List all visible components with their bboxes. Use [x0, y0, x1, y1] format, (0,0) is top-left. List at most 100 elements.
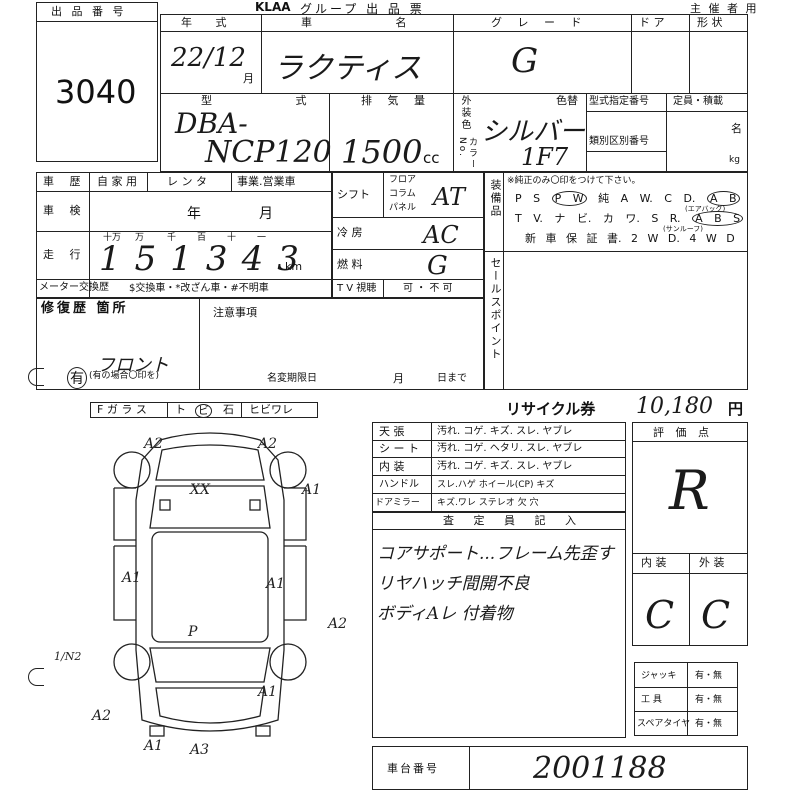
repair-table: 修復歴 箇所 フロント 有 (有の場合〇印を) 注意事項 名変期限日 月 日まで [36, 298, 484, 390]
color-code-label: カラーNo. [457, 137, 477, 170]
mark-a3-bottom: A3 [188, 742, 209, 758]
lot-box: 出 品 番 号 3040 [36, 2, 158, 162]
inspector-box: 査 定 員 記 入 コアサポート...フレーム先歪す リヤハッチ間開不良 ボディ… [372, 512, 626, 738]
mark-a2-front-left: A2 [142, 436, 163, 452]
meter-label: メーター交換歴 [39, 282, 109, 293]
airbag-note: (エアバッグ) [685, 205, 726, 213]
ceiling-label: 天 張 [379, 425, 405, 438]
category-label: 類別区別番号 [589, 136, 649, 147]
glass-opt-2: ビ [195, 404, 212, 418]
inspector-label: 査 定 員 記 入 [443, 514, 584, 527]
meter-opts: $交換車・*改ざん車・#不明車 [129, 283, 269, 294]
displacement-value: 1500 [341, 133, 423, 171]
grade-value: G [511, 41, 539, 81]
interior-table: 天 張 汚れ. コゲ. キズ. スレ. ヤブレ シ ー ト 汚れ. コゲ. ヘタ… [372, 422, 626, 512]
displacement-label: 排 気 量 [361, 94, 431, 107]
inspection-label: 車 検 [43, 204, 87, 217]
rating-label: 評 価 点 [653, 426, 713, 439]
shift-label: シフト [337, 188, 370, 201]
inspector-line-3: ボディAレ 付着物 [377, 604, 513, 624]
rating-exterior: C [701, 593, 731, 637]
history-label: 車 歴 [43, 175, 87, 188]
mark-a2-left-bottom: A2 [90, 708, 111, 724]
glass-opt-1: ト [175, 403, 186, 416]
history-private: 自 家 用 [97, 175, 137, 188]
mark-a2-front-right: A2 [256, 436, 277, 452]
rating-exterior-label: 外 装 [699, 556, 725, 569]
repair-value: フロント [97, 355, 169, 376]
unit-100k: 十万 [103, 233, 122, 243]
tv-value: 可 ・ 不 可 [403, 283, 453, 294]
capacity-unit-2: kg [729, 155, 740, 165]
lot-label: 出 品 番 号 [51, 5, 127, 18]
car-diagram: A2 A2 XX A1 A1 A1 A2 P A1 A2 A1 A3 1/N2 [54, 432, 347, 758]
inspection-month: 月 [259, 206, 273, 222]
punch-hole-bottom [28, 668, 44, 686]
ceiling-opts: 汚れ. コゲ. キズ. スレ. ヤブレ [437, 426, 573, 437]
equipment-note: ※純正のみ〇印をつけて下さい。 [507, 176, 641, 186]
year-label: 年 式 [181, 16, 237, 29]
vehicle-table: 年 式 車 名 グ レ ー ド ド ア 形 状 22/12 月 ラクティス G … [160, 14, 748, 172]
jack-label: ジャッキ [641, 671, 677, 681]
unit-1: 一 [257, 233, 267, 243]
meter-change-label: 名変期限日 [267, 373, 317, 384]
front-marker-right [249, 499, 261, 511]
tire-rr [269, 643, 307, 681]
windshield [149, 485, 271, 529]
unit-1k: 千 [167, 233, 177, 243]
tire-fl [113, 451, 151, 489]
mileage-label: 走 行 [43, 248, 87, 261]
notes-until: 日まで [437, 373, 467, 384]
equipment-row2: T V. ナ ビ. カ ワ. S R. A B S [515, 211, 744, 226]
handle-label: ハンドル [379, 479, 419, 490]
mirror-opts: キズ.ワレ ステレオ 欠 穴 [437, 498, 539, 508]
mark-p-roof: P [187, 624, 198, 640]
color-code-value: 1F7 [521, 143, 569, 171]
handle-opts: スレ.ハゲ ホイール(CP) キズ [437, 480, 555, 490]
chassis-label: 車台番号 [387, 762, 439, 775]
history-business: 事業.営業車 [237, 175, 296, 188]
fuel-value: G [427, 251, 448, 281]
rear-door-right [284, 545, 307, 621]
color-change-label: 色替 [556, 94, 578, 107]
grade-label: グ レ ー ド [491, 16, 588, 29]
chassis-box: 車台番号 2001188 [372, 746, 748, 790]
recycle-unit: 円 [728, 400, 744, 418]
unit-10k: 万 [135, 233, 145, 243]
car-label: 車 名 [301, 16, 447, 29]
equipment-row3: 新 車 保 証 書. 2 W D. 4 W D [525, 232, 735, 245]
header-title: グループ 出 品 票 [300, 2, 425, 16]
unit-100: 百 [197, 233, 207, 243]
tools-box: ジャッキ 有・無 工 具 有・無 スペアタイヤ 有・無 [634, 662, 738, 736]
shift-table: シフト フロア コラム パネル AT 冷 房 AC 燃 料 G T V 視聴 可… [332, 172, 484, 298]
glass-row: F ガ ラ ス ト ビ 石 ヒビワレ [90, 402, 318, 418]
mark-a1-bottom: A1 [142, 738, 163, 754]
rating-interior-label: 内 装 [641, 556, 667, 569]
repair-note: (有の場合〇印を) [89, 371, 160, 381]
fuel-label: 燃 料 [337, 258, 363, 271]
tools-label: 工 具 [641, 695, 662, 705]
color-value: シルバー [481, 117, 586, 147]
mark-side: 1/N2 [54, 650, 81, 663]
displacement-unit: cc [423, 149, 440, 167]
chassis-value: 2001188 [533, 751, 667, 786]
year-unit: 月 [243, 72, 254, 85]
car-value: ラクティス [273, 51, 422, 86]
interior-label: 内 装 [379, 460, 405, 473]
rear-door-left [113, 545, 136, 621]
shift-column: コラム [389, 189, 416, 199]
history-table: 車 歴 自 家 用 レ ン タ 事業.営業車 車 検 年 月 走 行 十万 万 … [36, 172, 332, 298]
inspector-line-2: リヤハッチ間開不良 [377, 574, 530, 594]
model-value-2: NCP120 [205, 135, 332, 170]
tire-fr [269, 451, 307, 489]
spare-value: 有・無 [695, 719, 723, 729]
model-label: 型 式 [201, 94, 347, 107]
shift-panel: パネル [389, 203, 417, 213]
shift-value: AT [433, 183, 466, 211]
glass-opt-4: ヒビワレ [249, 403, 293, 416]
interior-opts: 汚れ. コゲ. キズ. スレ. ヤブレ [437, 461, 573, 472]
header-brand: KLAA [255, 0, 291, 14]
history-rental: レ ン タ [167, 175, 207, 188]
punch-hole-top [28, 368, 44, 386]
rear-marker-left [149, 725, 165, 737]
